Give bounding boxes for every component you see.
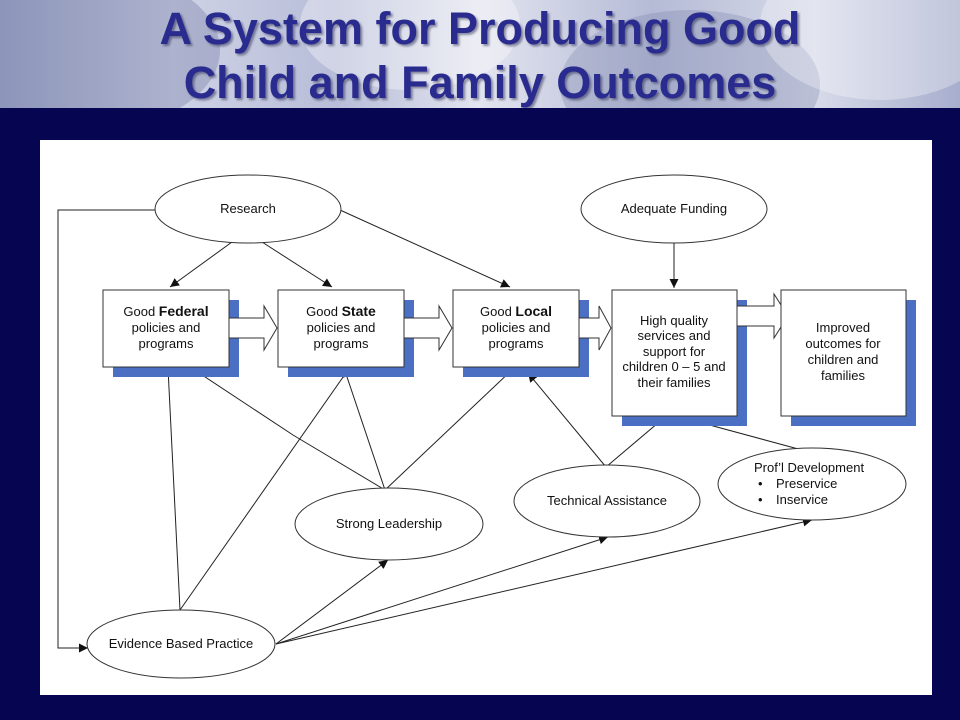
svg-text:Prof’l Development: Prof’l Development: [754, 460, 864, 475]
svg-text:outcomes for: outcomes for: [805, 336, 881, 351]
svg-text:Strong Leadership: Strong Leadership: [336, 516, 442, 531]
svg-text:Technical Assistance: Technical Assistance: [547, 493, 667, 508]
svg-text:support for: support for: [643, 344, 706, 359]
block-arrow-local-to-services: [577, 305, 612, 351]
block-arrow-state-to-local: [402, 304, 453, 352]
svg-text:policies and: policies and: [132, 320, 201, 335]
svg-text:programs: programs: [489, 336, 544, 351]
svg-text:Research: Research: [220, 201, 276, 216]
connector-ebp-to-profl-development: [275, 517, 813, 645]
box-local: Good Local policies and programs: [452, 289, 580, 368]
svg-text:Good Local: Good Local: [480, 303, 552, 319]
bullet-icon: •: [758, 476, 763, 491]
connector-ebp-to-leadership: [275, 559, 389, 645]
connector-research-to-federal: [169, 241, 233, 288]
svg-text:Adequate Funding: Adequate Funding: [621, 201, 727, 216]
connector-research-to-ebp: [57, 209, 155, 653]
diagram-panel: Good Federal policies and programs Good …: [40, 140, 932, 695]
bullet-icon: •: [758, 492, 763, 507]
ellipse-evidence-based-practice: Evidence Based Practice: [86, 609, 276, 679]
ellipse-strong-leadership: Strong Leadership: [294, 487, 484, 561]
page-title: A System for Producing Good Child and Fa…: [0, 2, 960, 108]
box-outcomes: Improved outcomes for children and famil…: [780, 289, 907, 417]
box-federal: Good Federal policies and programs: [102, 289, 230, 368]
box-services: High quality services and support for ch…: [611, 289, 738, 417]
header-banner: A System for Producing Good Child and Fa…: [0, 0, 960, 108]
box-state: Good State policies and programs: [277, 289, 405, 368]
svg-text:High quality: High quality: [640, 313, 708, 328]
svg-text:families: families: [821, 368, 866, 383]
connector-research-to-state: [261, 241, 333, 288]
connector-ebp-to-state: [179, 349, 363, 611]
ellipse-profl-development: Prof’l Development • Preservice • Inserv…: [717, 447, 907, 521]
connector-research-to-local: [339, 209, 511, 288]
ellipse-adequate-funding: Adequate Funding: [580, 174, 768, 244]
connector-technical-assistance-to-local: [527, 372, 607, 468]
block-arrow-federal-to-state: [227, 304, 278, 352]
svg-text:programs: programs: [314, 336, 369, 351]
flow-diagram: Good Federal policies and programs Good …: [57, 174, 916, 679]
connector-leadership-to-state: [342, 367, 386, 491]
svg-text:policies and: policies and: [482, 320, 551, 335]
svg-text:children and: children and: [808, 352, 879, 367]
ellipse-research: Research: [154, 174, 342, 244]
svg-text:Good State: Good State: [306, 303, 376, 319]
svg-text:programs: programs: [139, 336, 194, 351]
connector-leadership-to-local: [384, 367, 515, 491]
title-line-2: Child and Family Outcomes: [183, 57, 777, 108]
svg-text:children 0 – 5 and: children 0 – 5 and: [622, 359, 725, 374]
connector-ebp-to-federal: [163, 367, 181, 611]
svg-text:services and: services and: [638, 328, 711, 343]
background-photo: [0, 0, 220, 108]
svg-text:Good Federal: Good Federal: [123, 303, 208, 319]
svg-text:Inservice: Inservice: [776, 492, 828, 507]
connector-leadership-to-federal: [189, 366, 386, 491]
svg-text:Improved: Improved: [816, 320, 870, 335]
svg-text:their families: their families: [638, 375, 711, 390]
ellipse-technical-assistance: Technical Assistance: [513, 464, 701, 538]
flow-arrows: [227, 292, 789, 352]
connectors: [57, 209, 813, 653]
svg-text:Preservice: Preservice: [776, 476, 837, 491]
title-line-1: A System for Producing Good: [159, 3, 801, 54]
connector-ebp-to-technical-assistance: [275, 535, 609, 645]
svg-text:policies and: policies and: [307, 320, 376, 335]
svg-text:Evidence Based Practice: Evidence Based Practice: [109, 636, 254, 651]
